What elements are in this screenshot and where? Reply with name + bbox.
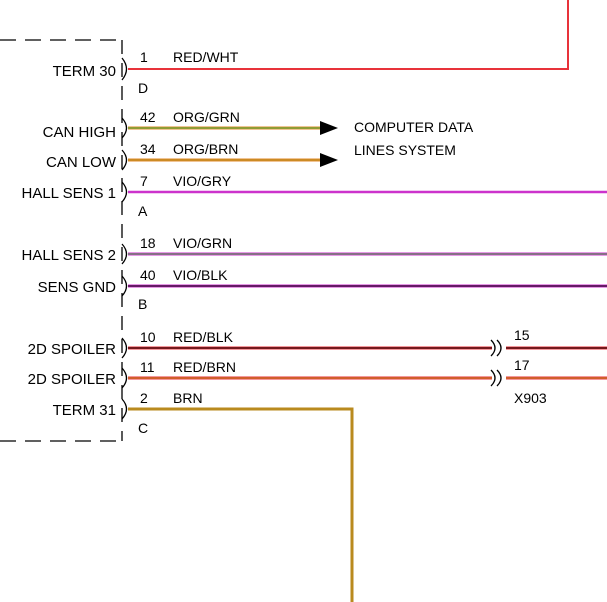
wire-red-white-pin-1: [128, 0, 569, 70]
inline-pin-15: 15: [514, 327, 530, 343]
connector-letter-c: C: [138, 420, 148, 436]
pin-number-2: 2: [140, 390, 148, 406]
inline-pin-17: 17: [514, 357, 530, 373]
connector-pin-brackets: [121, 57, 128, 420]
label-can-high: CAN HIGH: [43, 124, 116, 141]
pin-number-11: 11: [140, 359, 155, 375]
pin-number-18: 18: [140, 235, 156, 251]
pin-number-7: 7: [140, 173, 148, 189]
connector-letter-d: D: [138, 80, 148, 96]
pin-number-40: 40: [140, 267, 156, 283]
pin-number-10: 10: [140, 329, 156, 345]
inline-connector-x903-symbol: [490, 339, 502, 387]
inline-connector-name: X903: [514, 390, 547, 406]
label-2d-spoiler-1: 2D SPOILER: [28, 341, 117, 358]
pin-number-42: 42: [140, 109, 156, 125]
connector-letter-b: B: [138, 296, 147, 312]
wire-brn-pin-2: [128, 407, 354, 602]
destination-label-line-2: LINES SYSTEM: [354, 142, 456, 158]
wire-label-vio-blk: VIO/BLK: [173, 267, 228, 283]
destination-label-line-1: COMPUTER DATA: [354, 119, 474, 135]
label-hall-sens-1: HALL SENS 1: [22, 185, 117, 202]
label-2d-spoiler-2: 2D SPOILER: [28, 371, 117, 388]
wire-label-vio-gry: VIO/GRY: [173, 173, 232, 189]
wire-label-org-brn: ORG/BRN: [173, 141, 238, 157]
wire-label-red-brn: RED/BRN: [173, 359, 236, 375]
wire-label-vio-grn: VIO/GRN: [173, 235, 232, 251]
pin-number-34: 34: [140, 141, 156, 157]
label-hall-sens-2: HALL SENS 2: [22, 247, 117, 264]
wire-label-red-blk: RED/BLK: [173, 329, 234, 345]
label-term-31: TERM 31: [53, 402, 116, 419]
component-outline: [0, 39, 123, 442]
label-term-30: TERM 30: [53, 63, 116, 80]
pin-number-1: 1: [140, 49, 148, 65]
wire-label-red-wht: RED/WHT: [173, 49, 239, 65]
wire-label-org-grn: ORG/GRN: [173, 109, 240, 125]
connector-letter-a: A: [138, 203, 148, 219]
arrow-can-high: [320, 121, 338, 135]
wire-label-brn: BRN: [173, 390, 203, 406]
label-sens-gnd: SENS GND: [38, 279, 117, 296]
arrow-can-low: [320, 153, 338, 167]
label-can-low: CAN LOW: [46, 154, 117, 171]
